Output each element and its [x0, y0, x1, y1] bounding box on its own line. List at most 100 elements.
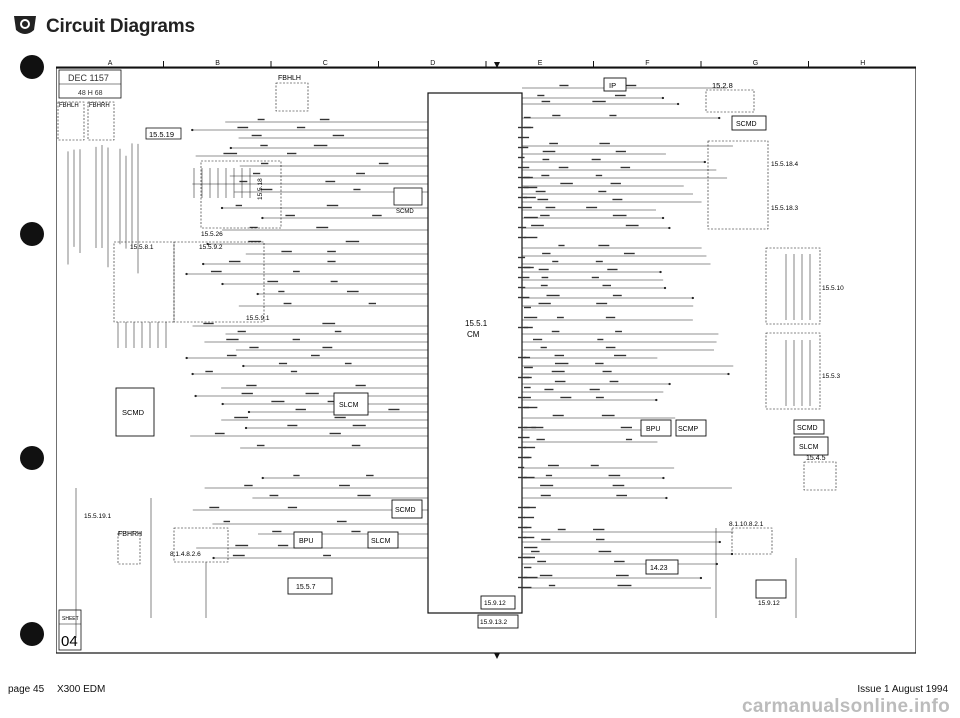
- wire-label-mark: [339, 484, 350, 487]
- wire-junction: [242, 364, 245, 368]
- wire-junction: [663, 286, 667, 290]
- wire-label-mark: [557, 528, 566, 531]
- wire-junction: [212, 556, 215, 560]
- page-footer: page 45 X300 EDM Issue 1 August 1994 car…: [0, 680, 960, 717]
- wire-label-mark: [524, 266, 534, 269]
- wire-label-mark: [589, 388, 600, 391]
- wire-label-mark: [623, 252, 635, 255]
- svg-text:15.5.19.1: 15.5.19.1: [84, 513, 111, 520]
- wire-label-mark: [541, 276, 549, 279]
- wire-junction: [727, 372, 730, 376]
- wire-label-mark: [332, 134, 345, 137]
- wire-label-mark: [599, 142, 610, 145]
- wire-label-mark: [542, 158, 550, 161]
- wire-label-mark: [351, 444, 361, 447]
- ref-15-9-12-right: 15.9.12: [755, 579, 787, 607]
- svg-text:SCMP: SCMP: [678, 426, 699, 433]
- wire-label-mark: [551, 330, 560, 333]
- wire-label-mark: [518, 276, 530, 279]
- wire-junction: [718, 116, 721, 120]
- wire-label-mark: [601, 414, 615, 417]
- wire-label-mark: [355, 384, 366, 387]
- wire-label-mark: [558, 166, 569, 169]
- wire-junction: [661, 216, 665, 220]
- svg-text:FBHLH: FBHLH: [278, 75, 301, 82]
- cm-name: CM: [467, 330, 480, 339]
- grid-column-letter: C: [323, 60, 328, 67]
- slcm-lower: SLCM: [367, 531, 399, 549]
- wire-label-mark: [269, 494, 279, 497]
- page-header: Circuit Diagrams: [0, 0, 960, 56]
- wire-junction: [229, 146, 233, 150]
- wire-label-mark: [598, 244, 610, 247]
- wire-label-mark: [235, 204, 243, 207]
- svg-text:15.9.12: 15.9.12: [758, 600, 780, 607]
- wire-junction: [691, 296, 694, 300]
- wire-label-mark: [598, 550, 612, 553]
- binder-hole: [20, 55, 44, 79]
- wire-label-mark: [252, 172, 261, 175]
- wire-label-mark: [235, 544, 249, 547]
- wire-label-mark: [287, 424, 298, 427]
- wire-label-mark: [556, 316, 564, 319]
- wire-label-mark: [524, 446, 536, 449]
- fbhrh-fuse-box: FBHRH: [87, 101, 115, 141]
- wire-label-mark: [518, 326, 529, 329]
- wire-label-mark: [518, 396, 525, 399]
- svg-text:15.5.26: 15.5.26: [201, 231, 223, 238]
- wire-label-mark: [518, 196, 528, 199]
- wire-label-mark: [346, 290, 359, 293]
- wire-label-mark: [524, 306, 531, 309]
- wire-label-mark: [248, 240, 262, 243]
- wire-label-mark: [545, 474, 553, 477]
- svg-text:15.5.3: 15.5.3: [822, 373, 840, 380]
- wire-junction: [256, 292, 259, 296]
- wire-label-mark: [586, 206, 598, 209]
- wire-label-mark: [518, 176, 530, 179]
- wire-label-mark: [596, 302, 608, 305]
- svg-text:SCMD: SCMD: [122, 408, 145, 417]
- scmd-right-top: SCMD: [731, 115, 767, 131]
- wire-label-mark: [327, 260, 336, 263]
- wire-label-mark: [296, 126, 306, 129]
- wire-label-mark: [322, 322, 336, 325]
- sheet-label: SHEET: [62, 616, 79, 622]
- wire-label-mark: [552, 114, 561, 117]
- wire-label-mark: [518, 536, 527, 539]
- wire-label-mark: [518, 356, 527, 359]
- fbhlh-top-fuse: FBHLH: [275, 75, 309, 112]
- grid-column-letter: D: [430, 60, 435, 67]
- wire-label-mark: [518, 446, 527, 449]
- wire-label-mark: [267, 280, 279, 283]
- wire-junction: [699, 576, 703, 580]
- svg-text:15.5.7: 15.5.7: [296, 584, 316, 591]
- page-number: page 45: [8, 684, 45, 695]
- wire-label-mark: [524, 396, 531, 399]
- wire-label-mark: [524, 116, 531, 119]
- wire-label-mark: [524, 196, 536, 199]
- bpu-right: BPU: [640, 419, 672, 437]
- wire-label-mark: [322, 346, 333, 349]
- wire-label-mark: [614, 560, 625, 563]
- binder-hole: [20, 446, 44, 470]
- relay-block-15-5-18: 15.5.18 15.5.26: [200, 160, 282, 238]
- wire-label-mark: [524, 506, 536, 509]
- wire-label-mark: [518, 466, 525, 469]
- wire-label-mark: [228, 260, 241, 263]
- wire-label-mark: [533, 338, 543, 341]
- wire-label-mark: [535, 190, 546, 193]
- wire-label-mark: [205, 370, 213, 373]
- svg-text:15.5.9.2: 15.5.9.2: [199, 244, 223, 251]
- wire-label-mark: [251, 134, 262, 137]
- ref-14-23: 14.23: [645, 559, 679, 575]
- wire-junction: [662, 476, 665, 480]
- ref-15-5-19: 15.5.19: [145, 127, 182, 140]
- fbhlh-fuse-box: FBHLH: [57, 101, 85, 141]
- wire-label-mark: [595, 538, 605, 541]
- wire-label-mark: [287, 506, 298, 509]
- wire-label-mark: [388, 408, 400, 411]
- wire-junction: [718, 540, 721, 544]
- wire-label-mark: [518, 516, 526, 519]
- grid-column-letter: H: [860, 60, 865, 67]
